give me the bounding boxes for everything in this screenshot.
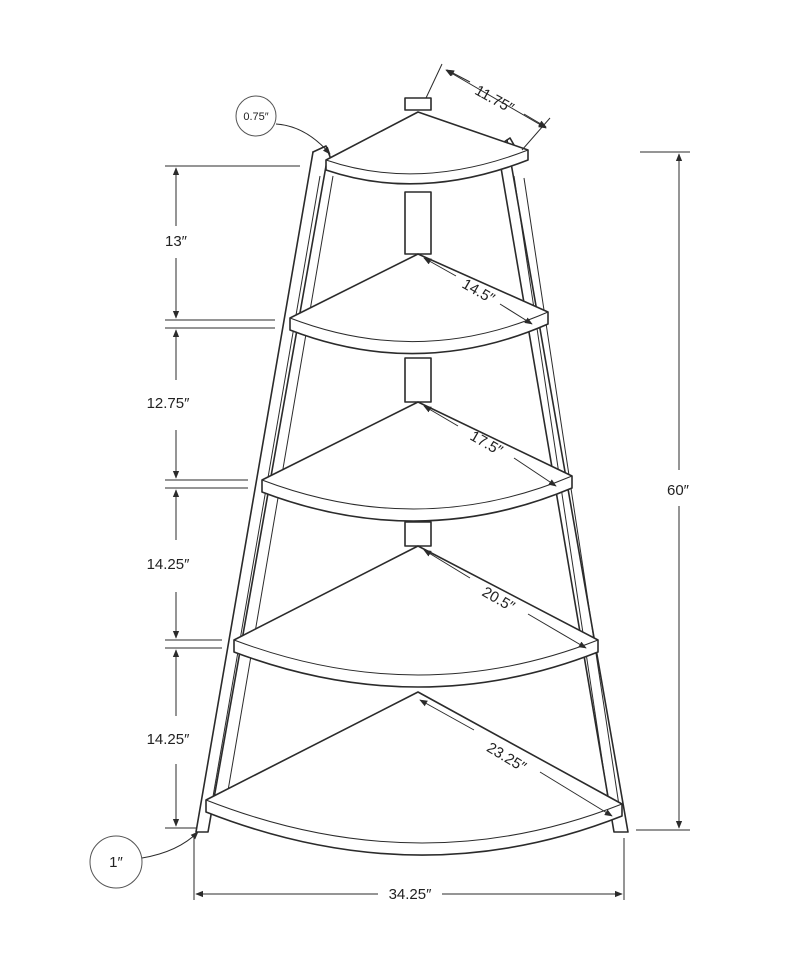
leg-callout: 1″ [89,831,199,889]
leg-callout-label: 1″ [109,854,123,871]
shelf-5 [205,691,623,856]
overall-width-label: 34.25″ [389,886,433,903]
overall-height-label: 60″ [667,482,690,499]
overall-width-dimension: 34.25″ [193,838,625,903]
gap-2-label: 12.75″ [147,395,191,412]
thickness-callout-label: 0.75″ [243,111,268,123]
top-depth-label: 11.75″ [472,82,517,117]
shelf-3 [261,401,573,522]
gap-1-label: 13″ [165,233,188,250]
shelf-4 [233,545,599,688]
gap-4-label: 14.25″ [147,731,191,748]
thickness-callout: 0.75″ [235,95,331,155]
overall-height-dimension: 60″ [636,151,690,831]
back-posts [404,191,432,547]
shelves [205,111,623,856]
top-post-cap [404,97,432,111]
left-leg [195,151,327,833]
gap-3-label: 14.25″ [147,556,191,573]
height-dimensions: 13″ 12.75″ 14.25″ 14.25″ [147,165,300,829]
shelf-2 [289,253,549,355]
